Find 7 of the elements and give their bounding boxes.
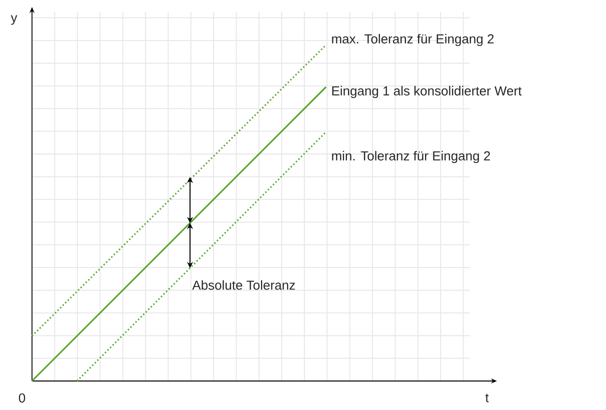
axis-label: t bbox=[485, 394, 489, 402]
annotation-text: Absolute Toleranz bbox=[192, 280, 295, 290]
line-label: Eingang 1 als konsolidierter Wert bbox=[332, 86, 522, 98]
line-label: max. Toleranz für Eingang 2 bbox=[332, 34, 494, 46]
axis-label: 0 bbox=[18, 393, 26, 403]
line-label: min. Toleranz für Eingang 2 bbox=[332, 150, 490, 164]
axis-label: y bbox=[10, 15, 18, 25]
